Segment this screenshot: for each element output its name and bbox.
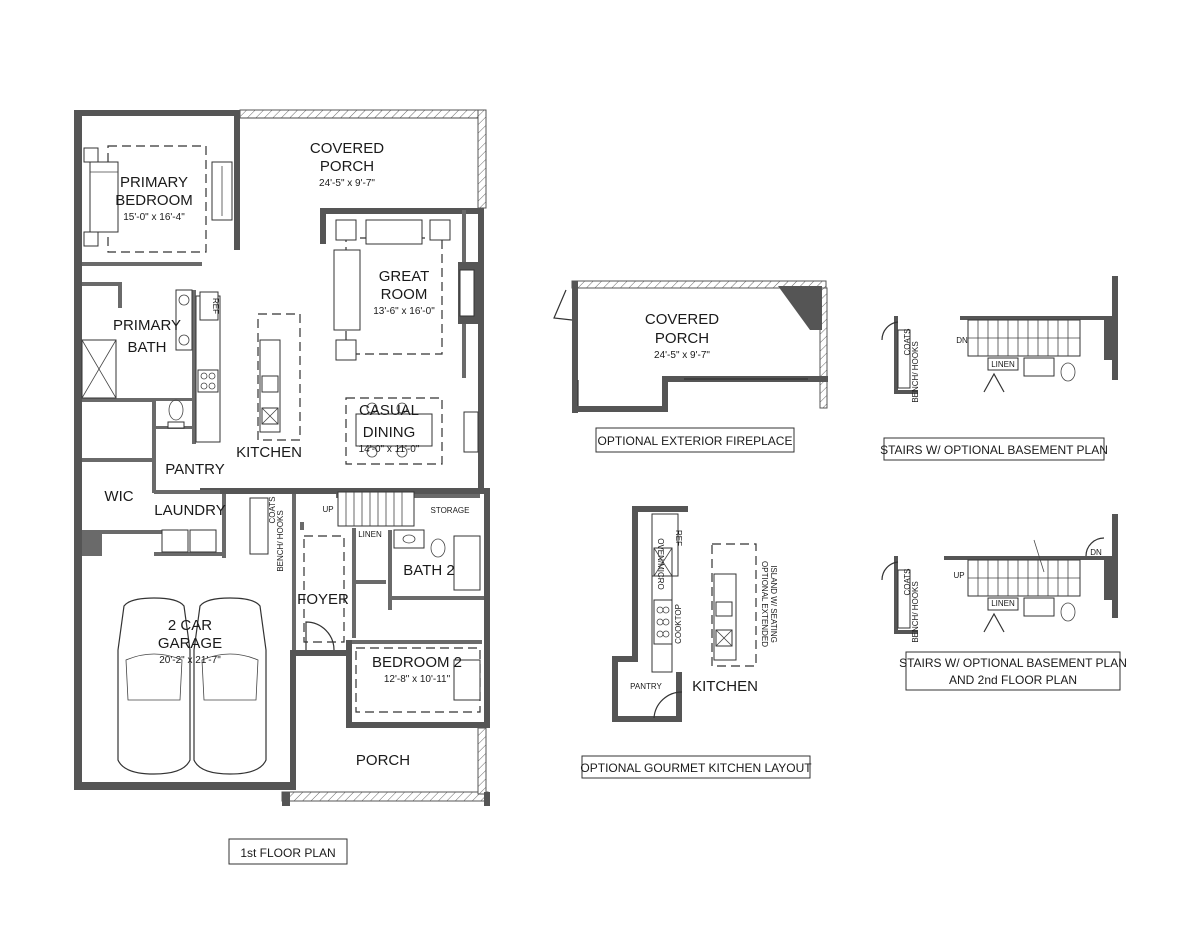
laundry-fixtures <box>161 497 269 555</box>
garage-cars <box>117 597 267 775</box>
casual-dining-label: CASUAL <box>359 402 419 419</box>
primary-bath-label: PRIMARY <box>113 317 181 334</box>
bedroom2-furniture <box>355 647 481 713</box>
primary-bedroom-label-2: BEDROOM <box>115 192 193 209</box>
great-room-dims: 13'-6" x 16'-0" <box>373 306 435 317</box>
stairs2-caption-2: AND 2nd FLOOR PLAN <box>949 673 1077 687</box>
kitchen-option-cooktop: COOKTOP <box>674 604 683 644</box>
kitchen-label: KITCHEN <box>236 444 302 461</box>
fireplace-option-caption: OPTIONAL EXTERIOR FIREPLACE <box>598 434 793 448</box>
option-kitchen-plan: REF OVEN/MICRO COOKTOP OPTIONAL EXTENDED… <box>580 506 812 779</box>
stairs1-coats: COATS <box>903 329 912 356</box>
stairs1-caption: STAIRS W/ OPTIONAL BASEMENT PLAN <box>880 443 1108 457</box>
covered-porch-label: COVERED <box>310 140 384 157</box>
porch-label: PORCH <box>356 752 410 769</box>
stairs2-caption-1: STAIRS W/ OPTIONAL BASEMENT PLAN <box>899 656 1127 670</box>
main-small-labels: REF UP STORAGE LINEN COATS BENCH/ HOOKS <box>211 298 469 572</box>
kitchen-option-label: KITCHEN <box>692 678 758 695</box>
storage-label: STORAGE <box>431 506 470 515</box>
fireplace-option-porch-label-2: PORCH <box>655 330 709 347</box>
stairs2-linen: LINEN <box>991 599 1015 608</box>
primary-bedroom-furniture <box>83 145 233 253</box>
garage-label: 2 CAR <box>168 617 212 634</box>
stairs2-bench-hooks: BENCH/ HOOKS <box>911 581 920 642</box>
kitchen-option-oven: OVEN/MICRO <box>656 538 665 590</box>
wic-label: WIC <box>104 488 133 505</box>
stairs1-dn: DN <box>956 336 968 345</box>
foyer-label: FOYER <box>297 591 349 608</box>
garage-label-2: GARAGE <box>158 635 222 652</box>
option-stairs-basement-plan: DN LINEN COATS BENCH/ HOOKS STAIRS W/ OP… <box>880 276 1118 461</box>
front-porch-area <box>281 727 490 806</box>
laundry-label: LAUNDRY <box>154 502 225 519</box>
primary-bath-label-2: BATH <box>128 339 167 356</box>
bench-hooks-label: BENCH/ HOOKS <box>276 510 285 571</box>
coats-label: COATS <box>268 497 277 524</box>
bath2-fixtures <box>393 529 481 591</box>
main-plan-title: 1st FLOOR PLAN <box>240 846 335 860</box>
kitchen-option-island-line2: ISLAND W/ SEATING <box>769 565 778 643</box>
casual-dining-dims: 14'-0" x 11'-0" <box>359 444 420 455</box>
option-stairs-basement-2nd-plan: DN UP LINEN COATS BENCH/ HOOKS STAIRS W/… <box>881 514 1127 691</box>
bedroom2-dims: 12'-8" x 10'-11" <box>384 674 451 685</box>
kitchen-option-pantry: PANTRY <box>630 682 662 691</box>
linen-label: LINEN <box>358 530 382 539</box>
foyer-fixtures <box>303 535 345 651</box>
up-label: UP <box>322 505 333 514</box>
pantry-label: PANTRY <box>165 461 224 478</box>
fireplace-option-dims: 24'-5" x 9'-7" <box>654 350 710 361</box>
casual-dining-furniture <box>345 397 443 465</box>
bedroom2-label: BEDROOM 2 <box>372 654 462 671</box>
garage-dims: 20'-2" x 21'-7" <box>159 655 221 666</box>
stairs1-bench-hooks: BENCH/ HOOKS <box>911 341 920 402</box>
main-stairs <box>337 491 415 527</box>
bath2-label: BATH 2 <box>403 562 454 579</box>
ref-label: REF <box>211 298 220 314</box>
great-room-label-2: ROOM <box>381 286 428 303</box>
covered-porch-dims: 24'-5" x 9'-7" <box>319 178 375 189</box>
exterior-walls <box>74 110 490 790</box>
casual-dining-label-2: DINING <box>363 424 416 441</box>
stairs2-coats: COATS <box>903 569 912 596</box>
covered-porch-label-2: PORCH <box>320 158 374 175</box>
great-room-furniture <box>333 219 482 453</box>
stairs2-up: UP <box>953 571 964 580</box>
primary-bedroom-label: PRIMARY <box>120 174 188 191</box>
main-floor-plan: COVERED PORCH 24'-5" x 9'-7" PRIMARY BED… <box>74 109 490 865</box>
kitchen-option-island-line1: OPTIONAL EXTENDED <box>760 561 769 647</box>
kitchen-fixtures <box>175 289 301 443</box>
stairs1-linen: LINEN <box>991 360 1015 369</box>
kitchen-option-caption: OPTIONAL GOURMET KITCHEN LAYOUT <box>580 761 812 775</box>
option-fireplace-plan: COVERED PORCH 24'-5" x 9'-7" OPTIONAL EX… <box>553 280 828 453</box>
great-room-label: GREAT <box>379 268 430 285</box>
kitchen-option-ref: REF <box>674 530 683 546</box>
main-plan-title-box: 1st FLOOR PLAN <box>228 838 348 865</box>
primary-bath-fixtures <box>81 339 185 429</box>
room-labels: COVERED PORCH 24'-5" x 9'-7" PRIMARY BED… <box>104 140 462 769</box>
primary-bedroom-dims: 15'-0" x 16'-4" <box>123 212 185 223</box>
fireplace-option-porch-label: COVERED <box>645 311 719 328</box>
stairs2-dn: DN <box>1090 548 1102 557</box>
covered-porch-area <box>239 109 487 209</box>
